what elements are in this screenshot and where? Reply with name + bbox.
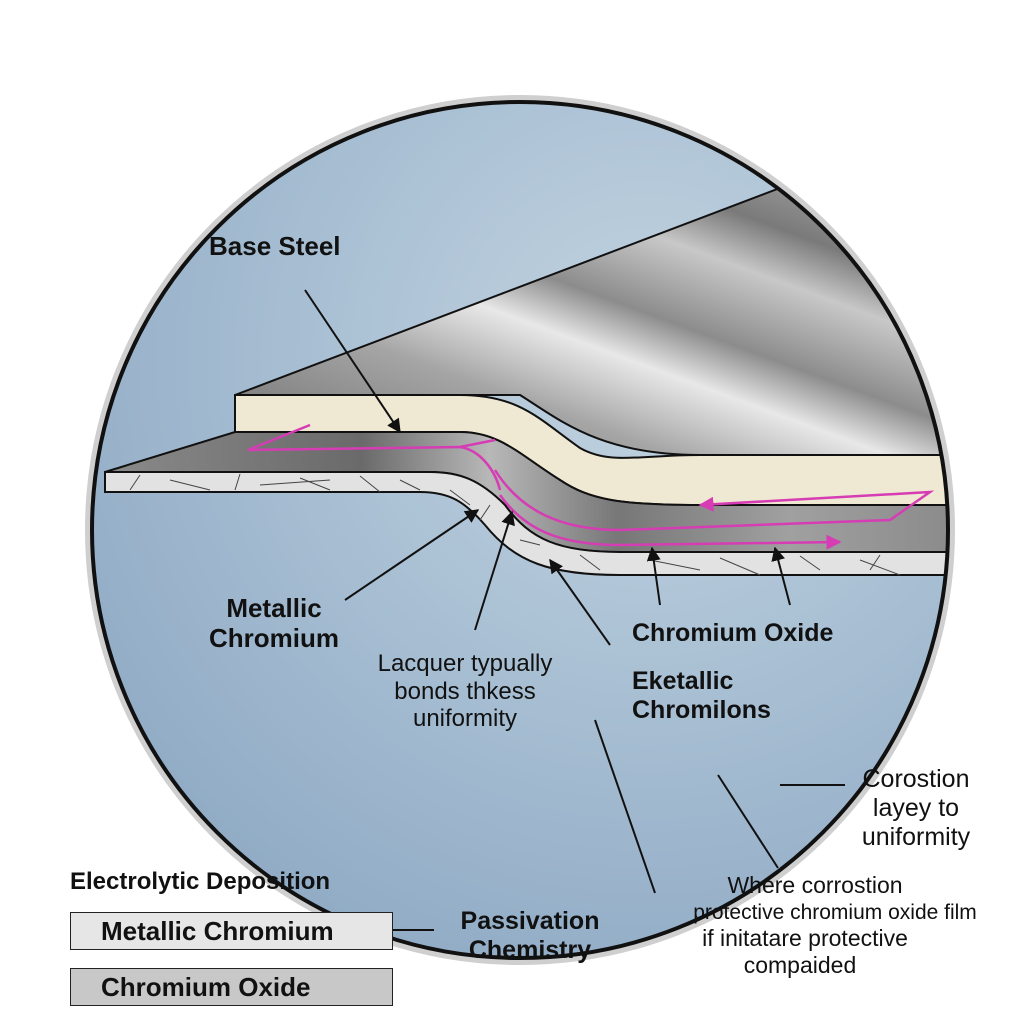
label-corrosion-layer-note: Corostion layey to uniformity xyxy=(848,765,984,851)
label-line: Chemistry xyxy=(468,935,592,964)
label-eketallic-chromilons: Eketallic Chromilons xyxy=(632,667,771,725)
label-line: protective chromium oxide film xyxy=(693,900,977,924)
leader-base-steel xyxy=(304,289,401,434)
leader-long xyxy=(594,719,656,894)
label-metallic-chromium: Metallic Chromium xyxy=(203,593,345,654)
leader-eketallic xyxy=(549,558,611,646)
leader-lacquer xyxy=(474,510,515,631)
label-line: uniformity xyxy=(412,705,518,733)
label-base-steel: Base Steel xyxy=(209,231,341,261)
label-line: Eketallic xyxy=(632,667,734,695)
lens-rim-outer xyxy=(85,95,955,965)
label-line: Lacquer typually xyxy=(377,650,553,677)
label-where-corrosion-note: Where corrostion protective chromium oxi… xyxy=(665,872,1005,980)
label-chromium-oxide: Chromium Oxide xyxy=(632,619,834,647)
legend-item-chromium-oxide: Chromium Oxide xyxy=(70,968,393,1006)
label-line: Passivation xyxy=(460,907,600,935)
legend-item-label: Chromium Oxide xyxy=(101,971,311,1002)
leader-metallic-chromium xyxy=(344,509,480,601)
leader-lines xyxy=(304,289,845,931)
legend-item-label: Metallic Chromium xyxy=(101,915,334,946)
label-line: bonds thkess xyxy=(394,677,536,705)
legend-heading: Electrolytic Deposition xyxy=(70,868,331,895)
label-line: Corostion xyxy=(862,765,970,793)
flow-arrows xyxy=(247,423,935,550)
oxide-crack-lines xyxy=(129,473,901,576)
label-line: Chromilons xyxy=(632,695,771,724)
label-line: layey to xyxy=(872,793,960,822)
label-line: Chromium xyxy=(209,622,339,653)
label-line: if initatare protective xyxy=(702,924,908,951)
label-line: Metallic xyxy=(226,593,322,623)
label-line: Where corrostion xyxy=(727,872,903,898)
label-lacquer-note: Lacquer typually bonds thkess uniformity xyxy=(360,650,570,733)
legend-item-metallic-chromium: Metallic Chromium xyxy=(70,912,393,950)
leader-oxide-2 xyxy=(771,546,791,606)
label-line: uniformity xyxy=(861,822,971,851)
lens-rim xyxy=(90,100,950,960)
leader-oxide-1 xyxy=(646,546,661,606)
leader-where-corrosion xyxy=(717,774,779,869)
label-passivation-chemistry: Passivation Chemistry xyxy=(450,907,610,965)
label-line: compaided xyxy=(743,952,857,979)
